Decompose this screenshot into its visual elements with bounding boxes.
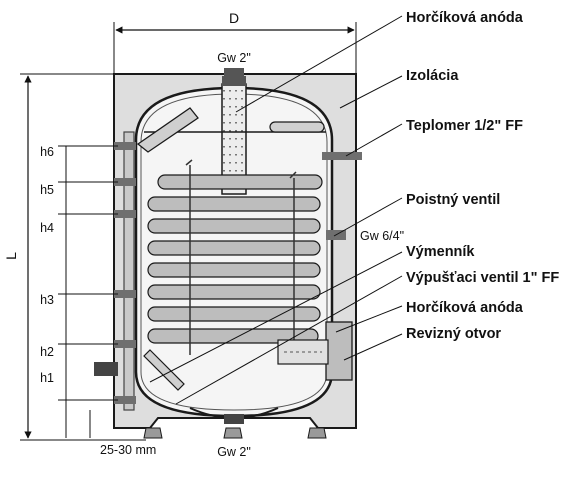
anode-bottom — [143, 349, 185, 391]
label-exchanger: Výmenník — [406, 244, 475, 260]
dim-h1: h1 — [40, 371, 54, 385]
anode-top-cap — [222, 76, 246, 86]
label-thermometer: Teplomer 1/2" FF — [406, 118, 523, 134]
dim-D-label: D — [229, 10, 239, 26]
label-anode-top: Horčíková anóda — [406, 10, 524, 26]
gw-bottom-label: Gw 2" — [217, 445, 251, 459]
tank-inner-line — [140, 93, 328, 411]
leader-lines — [149, 15, 403, 405]
coil-hook-right — [289, 171, 297, 179]
left-connection-stubs — [114, 142, 136, 404]
gw-side-label: Gw 6/4" — [360, 229, 404, 243]
h-dimension-lines — [58, 145, 118, 438]
dim-h2: h2 — [40, 345, 54, 359]
thermometer-fitting — [322, 152, 362, 160]
top-outlet — [224, 68, 244, 76]
label-safety-valve: Poistný ventil — [406, 192, 500, 208]
dim-h6: h6 — [40, 145, 54, 159]
bottom-outlet — [224, 414, 244, 424]
label-inspection: Revizný otvor — [406, 326, 501, 342]
heat-exchanger-coil — [147, 174, 323, 344]
dim-feet: 25-30 mm — [100, 443, 156, 457]
inspection-opening — [325, 321, 353, 381]
coil-hook-left — [185, 159, 193, 166]
dim-h4: h4 — [40, 221, 54, 235]
label-anode-bottom: Horčíková anóda — [406, 300, 524, 316]
label-insulation: Izolácia — [406, 68, 459, 84]
inlet-pipe — [136, 107, 199, 153]
thermometer-sleeve — [269, 121, 325, 133]
drain-valve — [94, 362, 118, 376]
gw-top-label: Gw 2" — [217, 51, 251, 65]
label-drain-valve: Výpušťaci ventil 1" FF — [406, 270, 559, 286]
dim-L-label: L — [3, 252, 19, 260]
connection-column — [123, 131, 135, 411]
dim-h3: h3 — [40, 293, 54, 307]
feet — [143, 427, 327, 439]
dim-h5: h5 — [40, 183, 54, 197]
